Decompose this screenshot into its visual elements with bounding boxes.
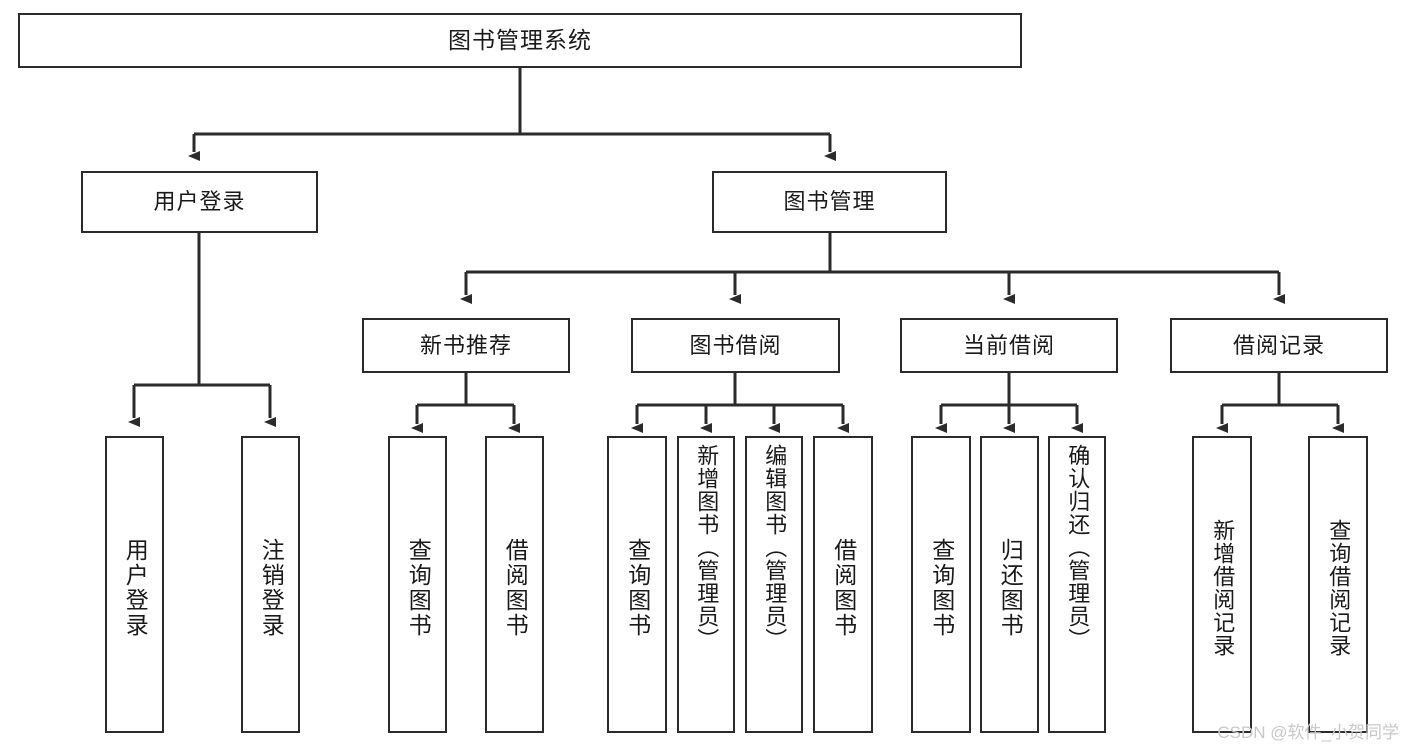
leaf-add-book[interactable]: 新增图书（管理员）	[677, 436, 735, 733]
leaf-return-book-label: 归还图书	[997, 537, 1024, 638]
node-book-manage-label: 图书管理	[783, 189, 876, 215]
node-new-book-recommend[interactable]: 新书推荐	[362, 318, 570, 373]
node-borrow-record[interactable]: 借阅记录	[1170, 318, 1388, 373]
leaf-query-book-2[interactable]: 查询图书	[607, 436, 667, 733]
leaf-query-book-3-label: 查询图书	[928, 537, 955, 638]
leaf-confirm-return-label: 确认归还（管理员）	[1065, 444, 1091, 651]
leaf-confirm-return[interactable]: 确认归还（管理员）	[1048, 436, 1106, 733]
leaf-query-book-1[interactable]: 查询图书	[388, 436, 447, 733]
leaf-borrow-book-1-label: 借阅图书	[502, 537, 529, 638]
leaf-borrow-book-1[interactable]: 借阅图书	[485, 436, 544, 733]
leaf-user-logout-label: 注销登录	[258, 537, 285, 638]
leaf-add-record-label: 新增借阅记录	[1210, 518, 1236, 657]
leaf-borrow-book-2[interactable]: 借阅图书	[813, 436, 873, 733]
watermark: CSDN @软件_小贺同学	[1217, 723, 1399, 742]
node-user-login[interactable]: 用户登录	[81, 171, 318, 233]
leaf-edit-book-label: 编辑图书（管理员）	[762, 444, 788, 651]
leaf-query-record[interactable]: 查询借阅记录	[1308, 436, 1368, 733]
leaf-return-book[interactable]: 归还图书	[980, 436, 1039, 733]
node-new-book-recommend-label: 新书推荐	[419, 332, 512, 358]
leaf-add-book-label: 新增图书（管理员）	[694, 444, 720, 651]
node-root-label: 图书管理系统	[448, 26, 592, 53]
leaf-user-logout[interactable]: 注销登录	[241, 436, 300, 733]
node-borrow-record-label: 借阅记录	[1232, 332, 1325, 358]
node-user-login-label: 用户登录	[153, 189, 246, 215]
node-current-borrow[interactable]: 当前借阅	[900, 318, 1118, 373]
leaf-user-login-label: 用户登录	[122, 537, 149, 638]
leaf-query-book-1-label: 查询图书	[405, 537, 432, 638]
leaf-query-book-3[interactable]: 查询图书	[911, 436, 971, 733]
leaf-query-record-label: 查询借阅记录	[1326, 518, 1352, 657]
leaf-query-book-2-label: 查询图书	[624, 537, 651, 638]
node-current-borrow-label: 当前借阅	[962, 332, 1055, 358]
leaf-edit-book[interactable]: 编辑图书（管理员）	[745, 436, 803, 733]
leaf-borrow-book-2-label: 借阅图书	[830, 537, 857, 638]
node-root[interactable]: 图书管理系统	[18, 13, 1022, 68]
node-book-borrow[interactable]: 图书借阅	[631, 318, 840, 373]
leaf-user-login[interactable]: 用户登录	[105, 436, 164, 733]
node-book-borrow-label: 图书借阅	[689, 332, 782, 358]
leaf-add-record[interactable]: 新增借阅记录	[1192, 436, 1252, 733]
node-book-manage[interactable]: 图书管理	[712, 171, 947, 233]
